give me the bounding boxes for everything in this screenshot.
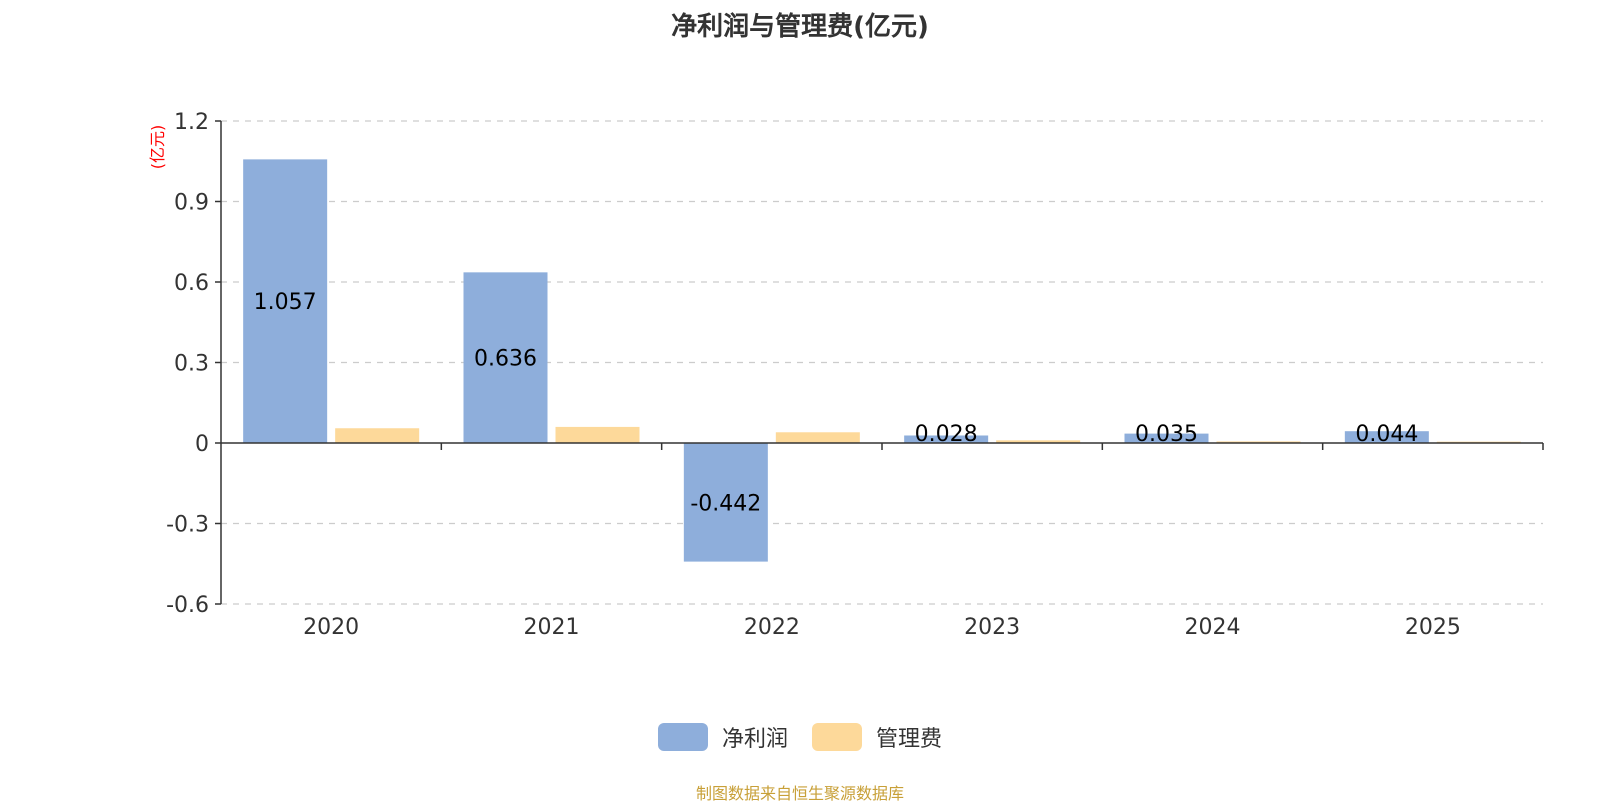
x-tick-label: 2021 (524, 615, 580, 640)
data-label-net-profit: 0.028 (915, 422, 978, 447)
x-tick-label: 2025 (1405, 615, 1461, 640)
x-tick-label: 2022 (744, 615, 800, 640)
data-label-net-profit: 0.044 (1355, 422, 1418, 447)
bar-net-profit (683, 443, 768, 562)
bar-net-profit (243, 159, 328, 443)
data-label-net-profit: 1.057 (254, 290, 317, 315)
bar-admin-expense (555, 426, 640, 443)
legend: 净利润 管理费 (0, 721, 1600, 753)
y-tick-label: 0 (195, 432, 209, 457)
y-tick-label: -0.6 (166, 593, 209, 618)
legend-swatch-admin-expense (812, 723, 862, 751)
y-tick-label: 0.3 (174, 352, 209, 377)
data-label-net-profit: 0.035 (1135, 422, 1198, 447)
source-note: 制图数据来自恒生聚源数据库 (695, 784, 904, 803)
bar-net-profit (1344, 431, 1429, 443)
legend-label-admin-expense: 管理费 (876, 727, 943, 752)
x-tick-label: 2024 (1185, 615, 1241, 640)
legend-item-net-profit[interactable]: 净利润 (657, 721, 788, 753)
y-tick-label: 1.2 (174, 110, 209, 135)
bar-admin-expense (775, 432, 860, 443)
x-tick-label: 2020 (303, 615, 359, 640)
legend-item-admin-expense[interactable]: 管理费 (812, 721, 942, 753)
bar-admin-expense (996, 440, 1081, 443)
x-tick-label: 2023 (964, 615, 1020, 640)
bar-admin-expense (1216, 441, 1301, 443)
y-tick-label: 0.6 (174, 271, 209, 296)
data-label-net-profit: -0.442 (690, 491, 761, 516)
legend-label-net-profit: 净利润 (721, 727, 788, 752)
bar-net-profit (463, 272, 548, 443)
data-label-net-profit: 0.636 (474, 347, 537, 372)
bar-admin-expense (335, 428, 420, 443)
y-axis-unit-label: (亿元) (148, 125, 167, 170)
y-tick-label: 0.9 (174, 191, 209, 216)
bar-net-profit (904, 435, 989, 443)
legend-swatch-net-profit (657, 723, 708, 751)
y-tick-label: -0.3 (166, 513, 209, 538)
chart-title: 净利润与管理费(亿元) (671, 12, 929, 42)
bar-net-profit (1124, 433, 1209, 443)
